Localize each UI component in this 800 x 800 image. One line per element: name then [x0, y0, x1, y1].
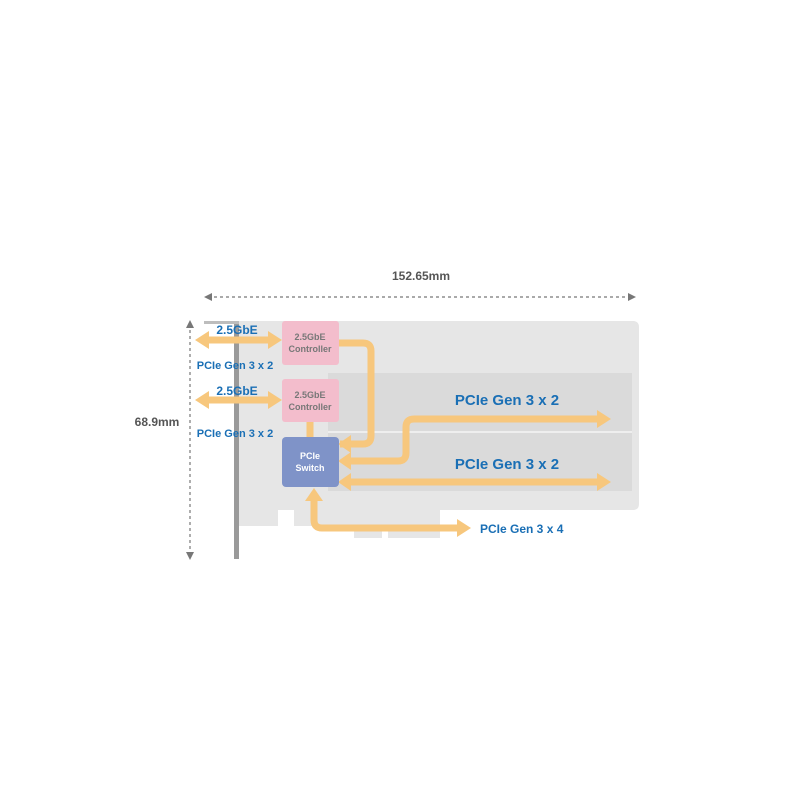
switch-label-line-1: PCIe	[300, 451, 320, 461]
port-1-right-arrowhead	[268, 331, 282, 349]
switch-to-slot-1-left-arrowhead	[338, 452, 351, 470]
switch-to-slot-1-arrow	[348, 415, 598, 465]
controller-1-to-switch-arrow	[338, 339, 375, 448]
switch-to-slot-2-left-arrowhead	[338, 473, 351, 491]
port-1-speed-label: 2.5GbE	[216, 323, 257, 337]
slot-1-arrowhead	[597, 410, 611, 428]
mounting-bracket	[234, 321, 239, 559]
controller-1-label-line-2: Controller	[288, 344, 331, 354]
controller-1-label-line-1: 2.5GbE	[294, 332, 325, 342]
connector-notch	[278, 510, 294, 526]
bracket-top-tab	[204, 321, 239, 324]
host-arrowhead	[457, 519, 471, 537]
controller-1-chip: 2.5GbE Controller	[282, 321, 339, 365]
switch-to-host-arrow	[310, 497, 458, 532]
width-dimension-label: 152.65mm	[392, 269, 450, 283]
controller-1-to-switch-arrowhead	[338, 435, 351, 453]
height-dimension-label: 68.9mm	[135, 415, 180, 429]
port-2-right-arrowhead	[268, 391, 282, 409]
slot-2-arrowhead	[597, 473, 611, 491]
port-2-bus-label: PCIe Gen 3 x 2	[197, 428, 273, 440]
gold-finger-1	[354, 510, 382, 538]
port-2-speed-label: 2.5GbE	[216, 384, 257, 398]
m2-slot-2-link-label: PCIe Gen 3 x 2	[455, 456, 559, 473]
arrow-heads	[195, 331, 611, 537]
connection-arrows	[205, 336, 598, 532]
controller-2-label-line-2: Controller	[288, 402, 331, 412]
gold-finger-2	[388, 510, 440, 538]
m2-slot-1-link-label: PCIe Gen 3 x 2	[455, 392, 559, 409]
port-2-left-arrowhead	[195, 391, 209, 409]
port-1-left-arrowhead	[195, 331, 209, 349]
host-link-label: PCIe Gen 3 x 4	[480, 522, 564, 536]
switch-up-arrowhead	[305, 488, 323, 501]
pcie-switch-chip: PCIe Switch	[282, 437, 339, 487]
switch-label-line-2: Switch	[295, 463, 324, 473]
port-1-bus-label: PCIe Gen 3 x 2	[197, 360, 273, 372]
controller-2-chip: 2.5GbE Controller	[282, 379, 339, 422]
controller-2-label-line-1: 2.5GbE	[294, 390, 325, 400]
